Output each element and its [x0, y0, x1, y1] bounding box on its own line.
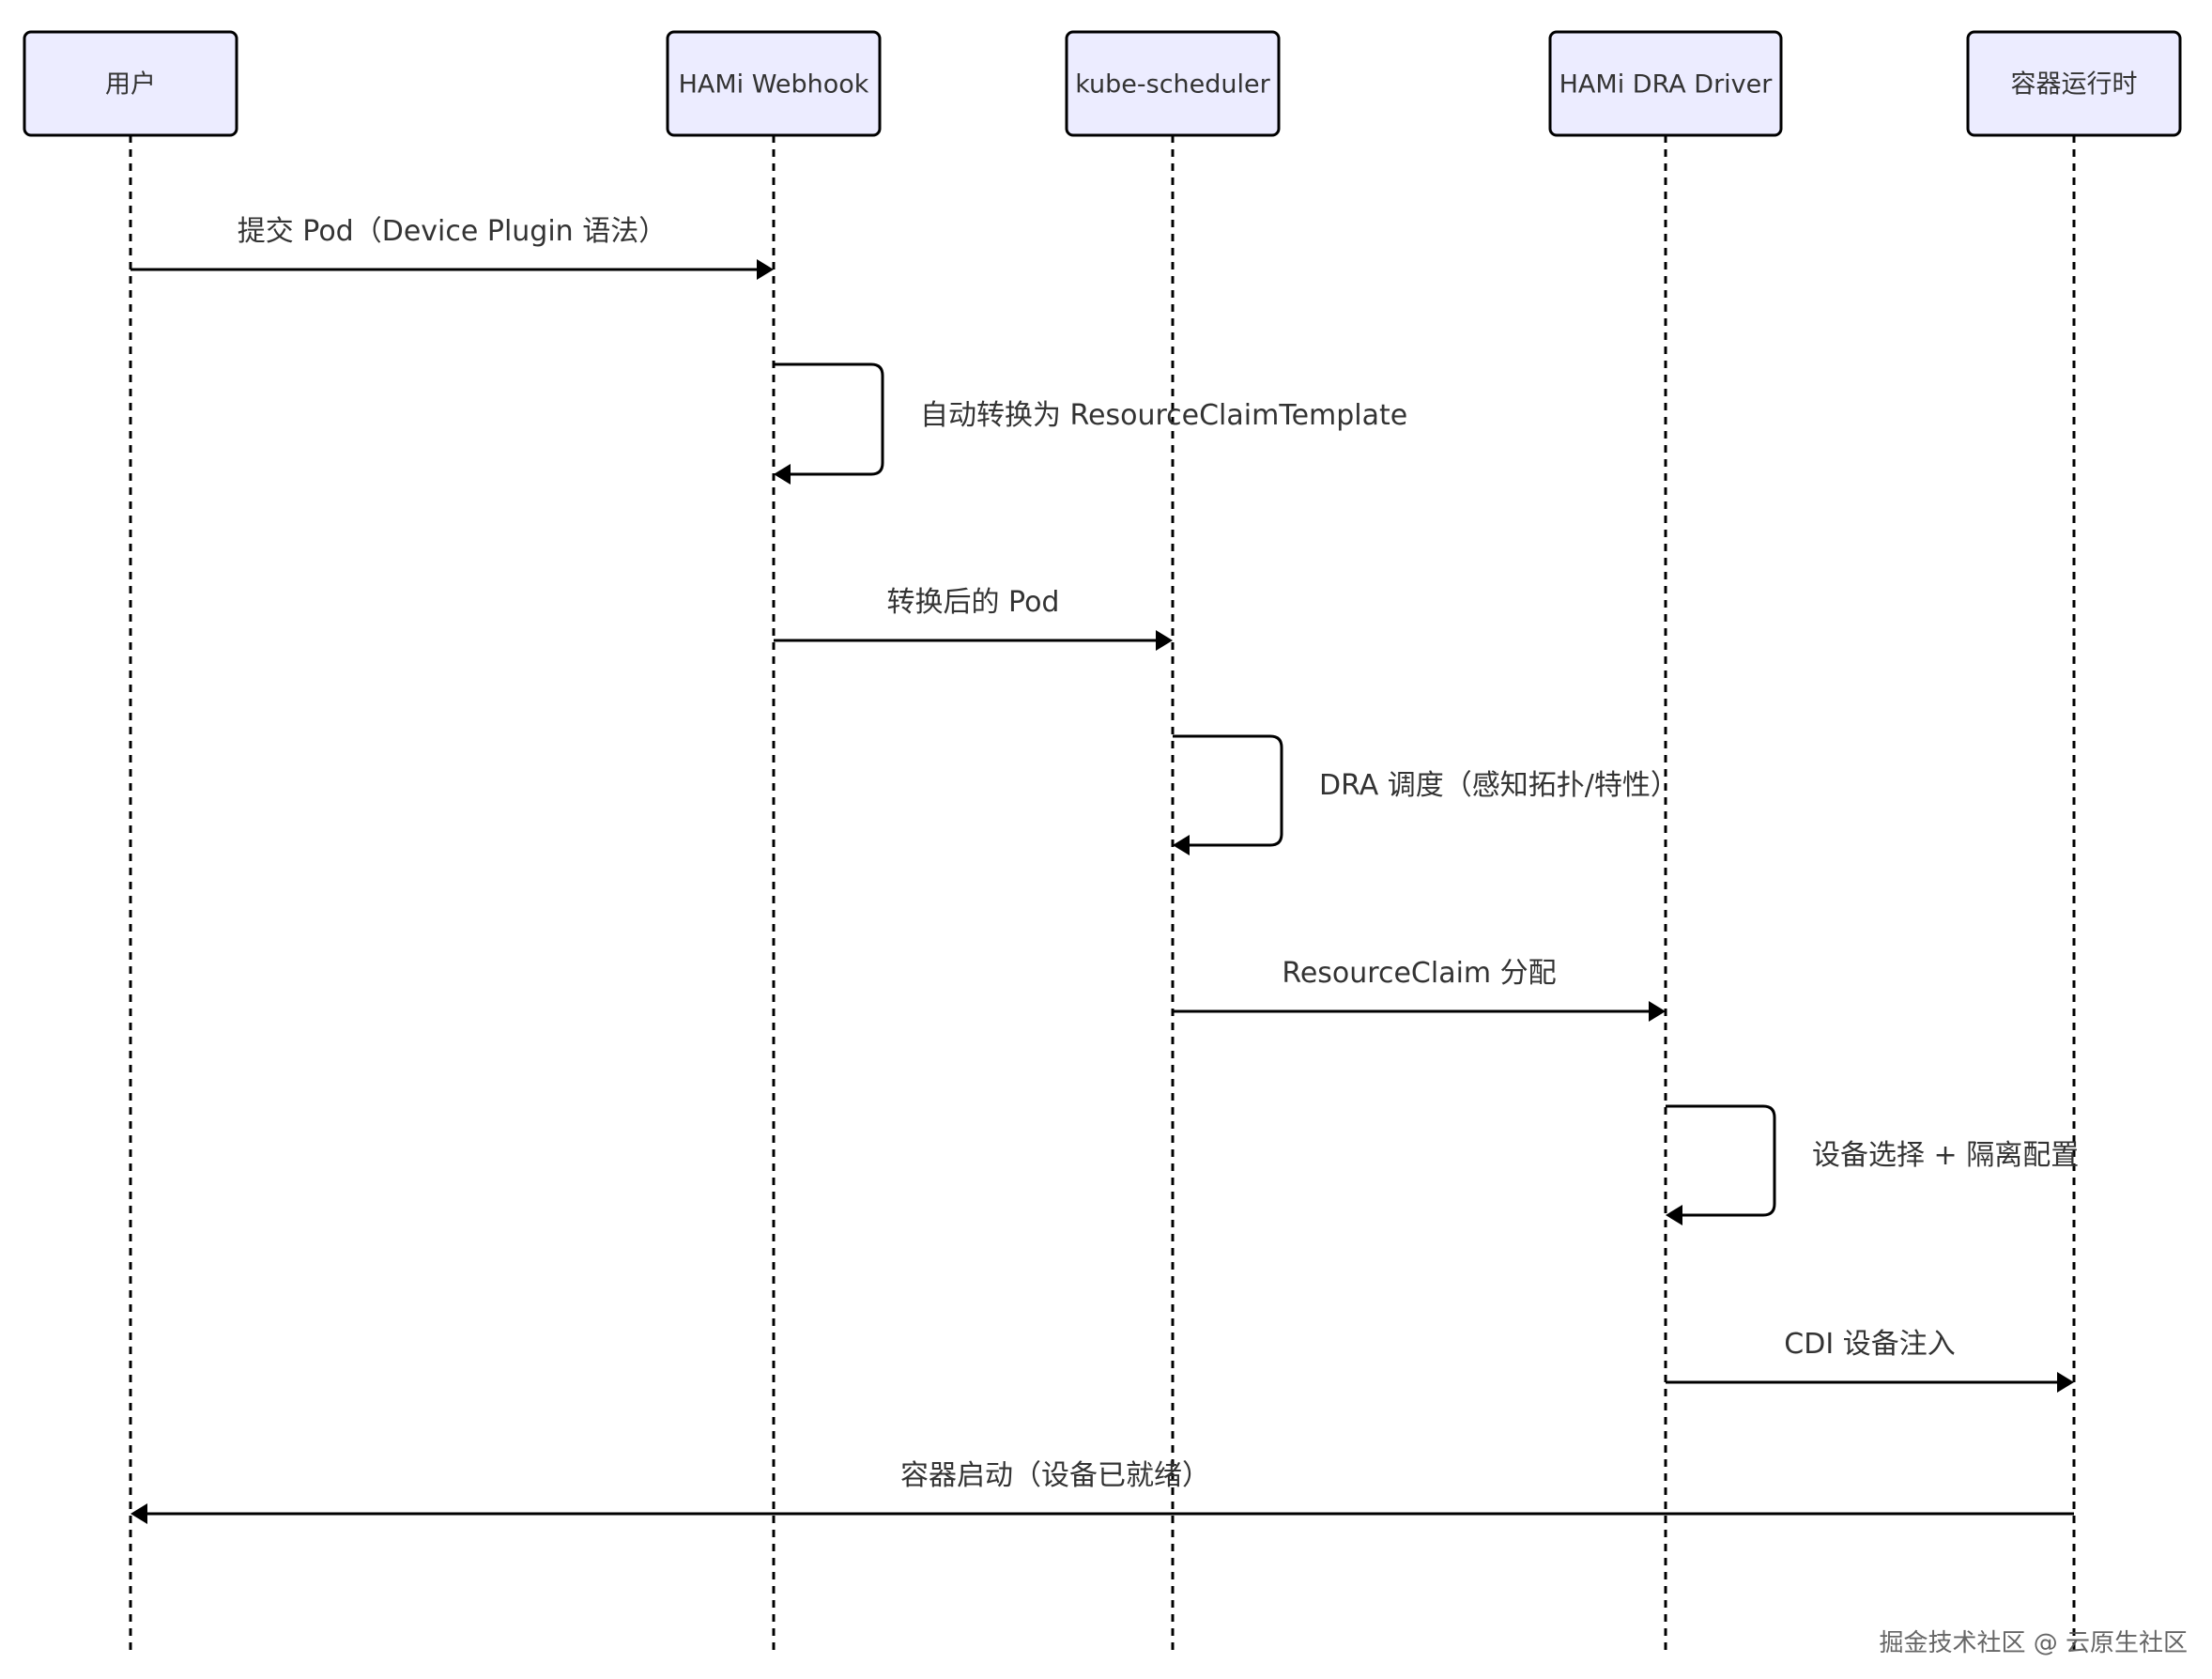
self-message-arrowhead-scheduler [1173, 835, 1190, 855]
self-message-line-driver [1666, 1104, 1776, 1217]
participant-box-driver [1548, 30, 1783, 137]
message-label-6: CDI 设备注入 [1784, 1328, 1955, 1361]
participant-box-scheduler [1065, 30, 1281, 137]
participant-label-webhook: HAMi Webhook [679, 70, 869, 100]
participant-box-user [23, 30, 238, 137]
participant-box-webhook [666, 30, 882, 137]
message-arrowhead-7 [131, 1503, 147, 1524]
self-message-line-webhook [774, 362, 884, 476]
self-message-arrowhead-webhook [774, 464, 791, 485]
self-message-arrowhead-driver [1666, 1205, 1682, 1225]
message-label-2: 转换后的 Pod [887, 586, 1060, 619]
message-label-0: 提交 Pod（Device Plugin 语法） [238, 215, 667, 248]
message-arrowhead-4 [1649, 1001, 1666, 1022]
message-arrowhead-6 [2057, 1372, 2074, 1393]
participant-label-runtime: 容器运行时 [2011, 70, 2138, 100]
participant-label-scheduler: kube-scheduler [1075, 70, 1270, 100]
message-label-4: ResourceClaim 分配 [1282, 957, 1556, 990]
message-label-3: DRA 调度（感知拓扑/特性） [1319, 769, 1679, 802]
message-arrowhead-2 [1156, 630, 1173, 651]
self-message-line-scheduler [1173, 734, 1283, 847]
watermark: 掘金技术社区 @ 云原生社区 [1879, 1629, 2188, 1657]
participant-label-user: 用户 [105, 70, 156, 100]
participant-box-runtime [1966, 30, 2182, 137]
message-label-7: 容器启动（设备已就绪） [900, 1459, 1210, 1492]
message-arrowhead-0 [757, 259, 774, 280]
message-label-5: 设备选择 + 隔离配置 [1812, 1139, 2079, 1172]
participant-label-driver: HAMi DRA Driver [1559, 70, 1774, 100]
message-label-1: 自动转换为 ResourceClaimTemplate [920, 399, 1407, 432]
